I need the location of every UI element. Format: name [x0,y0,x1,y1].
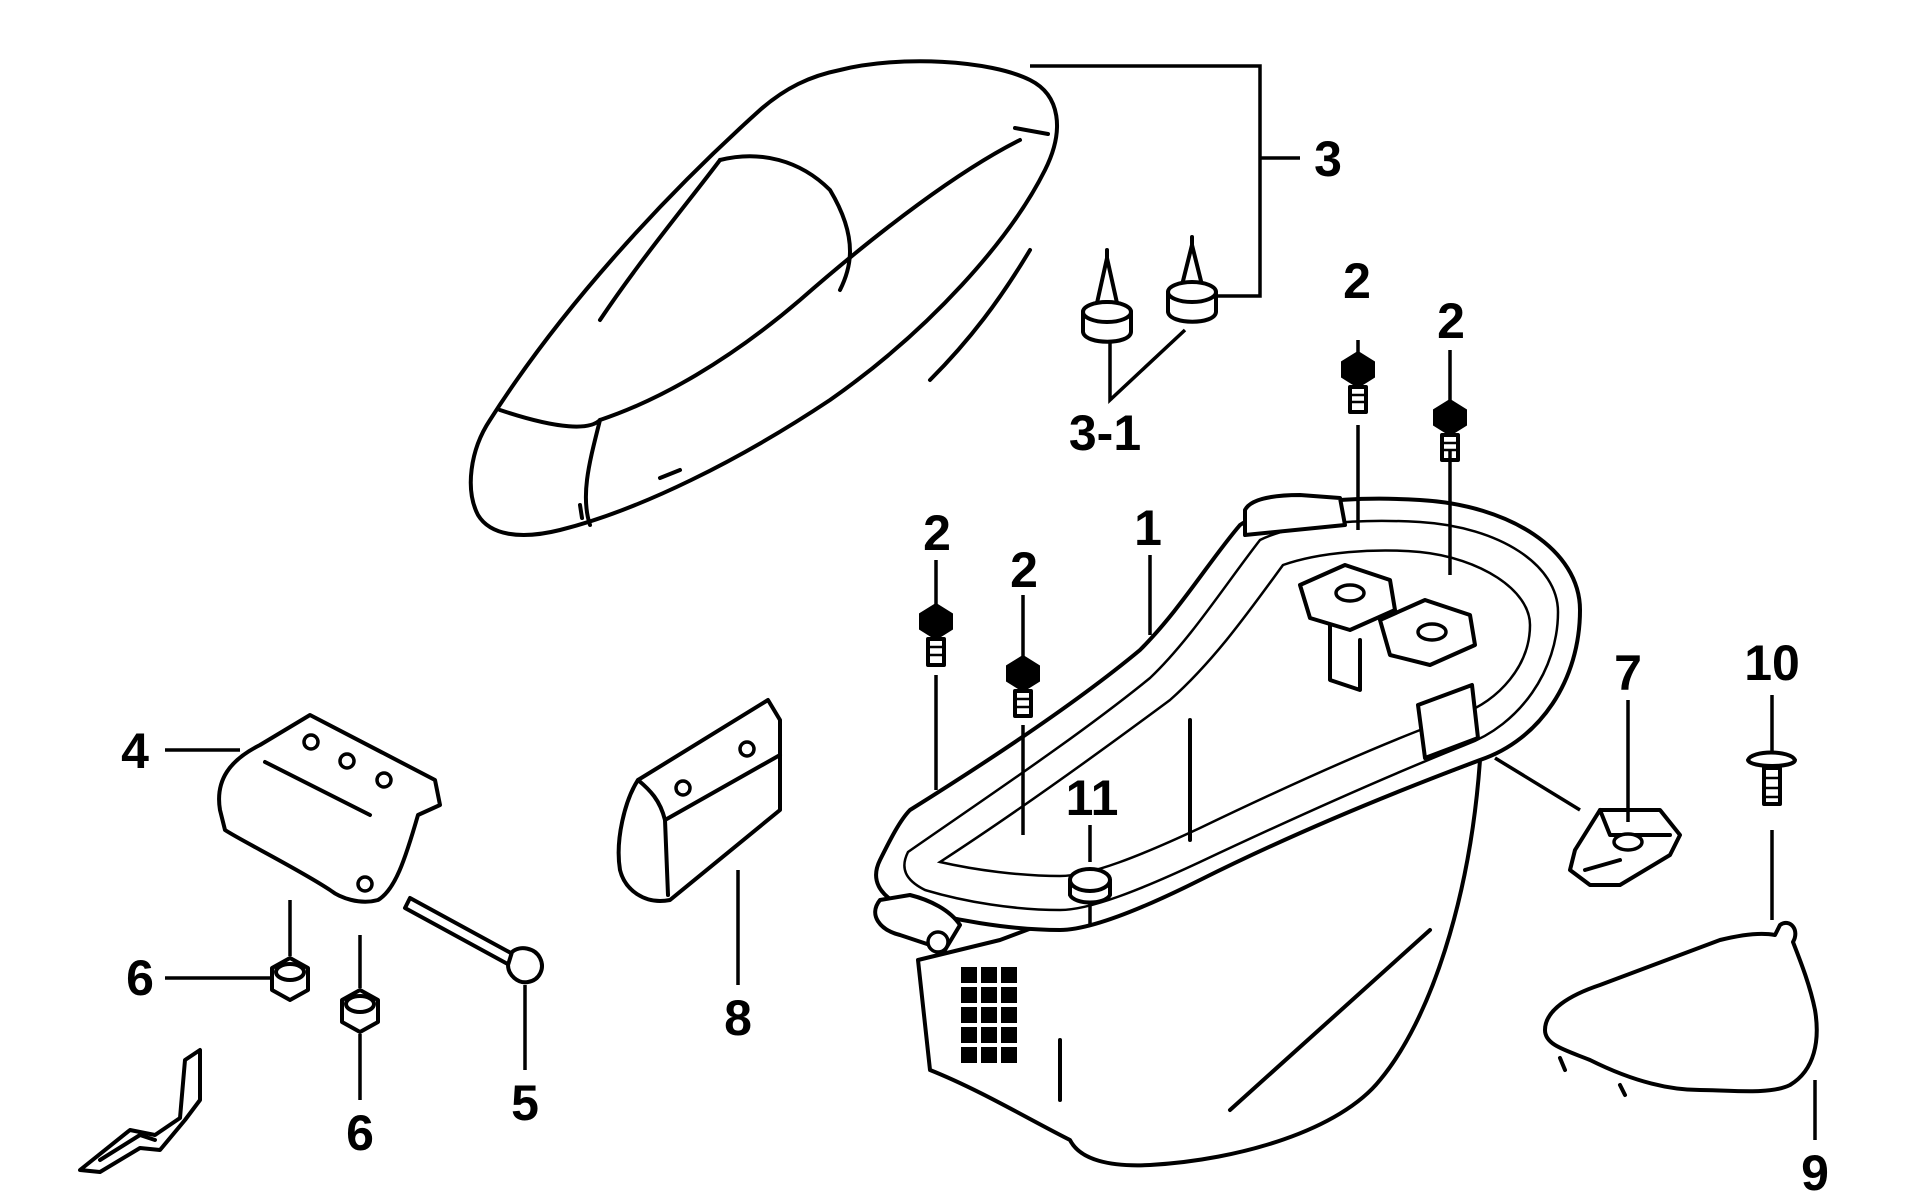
luggage-box [873,493,1582,1168]
flange-nut-right [340,988,380,1034]
hinge-plate [217,713,442,904]
drain-plug [1068,867,1112,905]
callout-3-1: 3-1 [1069,405,1141,461]
seat-bumper-right [1166,235,1218,324]
callout-2c: 2 [923,505,951,561]
callout-6a: 6 [126,950,154,1006]
callout-2b: 2 [1437,293,1465,349]
callout-11: 11 [1066,770,1119,826]
callout-1: 1 [1134,500,1162,556]
seat-bumper-left [1081,248,1133,344]
hinge-bracket [1568,808,1682,887]
luggage-lid [1543,921,1819,1097]
callout-10: 10 [1744,635,1800,691]
hinge-bolt [403,896,544,985]
callout-5: 5 [511,1075,539,1131]
callout-3: 3 [1314,131,1342,187]
bolt-3 [919,602,953,667]
callout-2a: 2 [1343,253,1371,309]
leader-lines [165,64,1817,1140]
flange-nut-left [270,956,310,1002]
damper-pad [616,698,782,903]
callout-labels: 1 2 2 2 2 3 3-1 4 5 6 6 7 8 9 10 11 [121,131,1829,1201]
callout-9: 9 [1801,1145,1829,1201]
bolt-2 [1433,398,1467,462]
seat [468,59,1059,537]
vent-grid [961,967,1017,1063]
callout-4: 4 [121,723,149,779]
callout-7: 7 [1614,645,1642,701]
front-direction-arrow [78,1048,202,1174]
callout-8: 8 [724,990,752,1046]
bolt-4 [1006,654,1040,718]
callout-2d: 2 [1010,542,1038,598]
lid-screw [1746,750,1797,806]
bolt-1 [1341,350,1375,414]
callout-6b: 6 [346,1105,374,1161]
